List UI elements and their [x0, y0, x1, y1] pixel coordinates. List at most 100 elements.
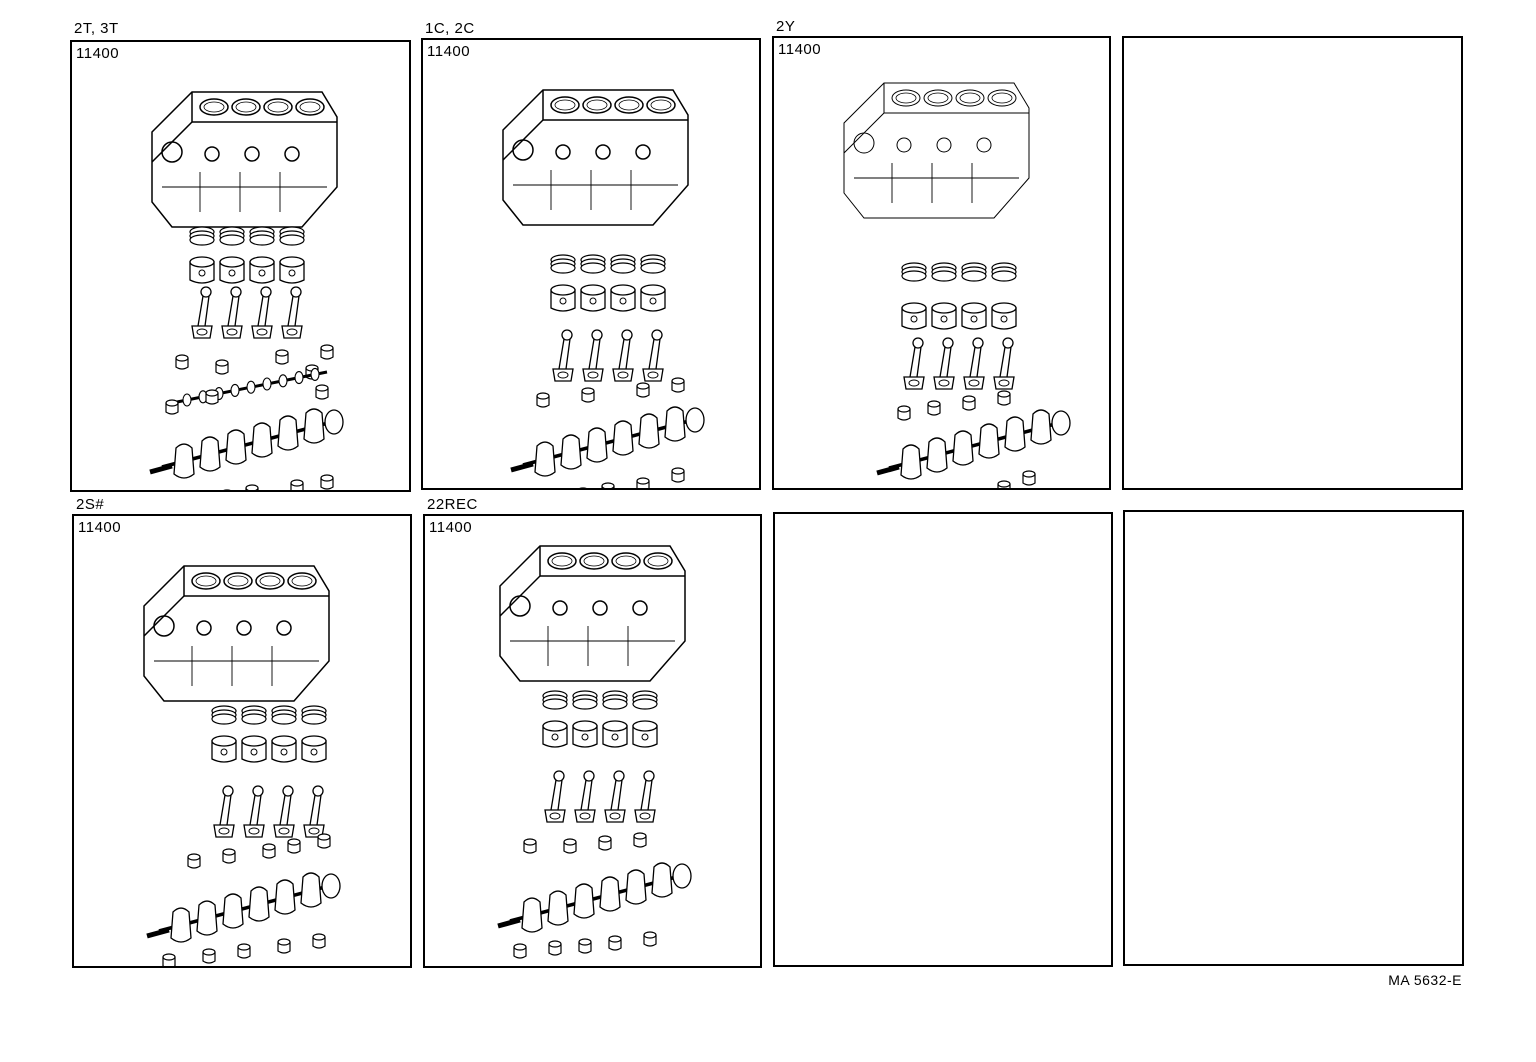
bearing-icon	[637, 478, 649, 488]
connecting-rod-icon	[994, 338, 1014, 389]
bearing-icon	[537, 393, 549, 407]
bearing-icon	[321, 475, 333, 489]
bearing-icon	[176, 355, 188, 369]
bearing-icon	[963, 396, 975, 410]
panel-1c-2c[interactable]: 11400	[421, 38, 761, 490]
bearing-icon	[163, 954, 175, 966]
short-block-illustration	[423, 40, 759, 488]
piston-ring-icon	[962, 263, 986, 281]
connecting-rod-icon	[575, 771, 595, 822]
connecting-rod-icon	[613, 330, 633, 381]
piston-ring-icon	[603, 691, 627, 709]
piston-icon	[242, 736, 266, 762]
engine-label-1c-2c: 1C, 2C	[425, 20, 475, 37]
engine-label-2s: 2S#	[76, 496, 105, 513]
crankshaft-icon	[877, 410, 1070, 479]
engine-block-icon	[144, 566, 329, 701]
camshaft-icon	[177, 368, 327, 406]
piston-ring-icon	[220, 227, 244, 245]
crankshaft-icon	[511, 407, 704, 476]
bearing-icon	[579, 939, 591, 953]
piston-icon	[212, 736, 236, 762]
piston-icon	[641, 285, 665, 311]
connecting-rod-icon	[643, 330, 663, 381]
connecting-rod-icon	[244, 786, 264, 837]
connecting-rod-icon	[545, 771, 565, 822]
bearing-icon	[291, 480, 303, 490]
crankshaft-icon	[498, 863, 691, 932]
connecting-rod-icon	[252, 287, 272, 338]
exploded-parts	[498, 546, 691, 958]
piston-icon	[543, 721, 567, 747]
piston-icon	[581, 285, 605, 311]
connecting-rod-icon	[282, 287, 302, 338]
short-block-illustration	[774, 38, 1109, 488]
connecting-rod-icon	[904, 338, 924, 389]
bearing-icon	[203, 949, 215, 963]
bearing-icon	[998, 391, 1010, 405]
piston-ring-icon	[543, 691, 567, 709]
engine-label-2y: 2Y	[776, 18, 796, 35]
bearing-icon	[206, 390, 218, 404]
connecting-rod-icon	[635, 771, 655, 822]
bearing-icon	[672, 378, 684, 392]
piston-ring-icon	[633, 691, 657, 709]
piston-icon	[280, 257, 304, 283]
piston-ring-icon	[902, 263, 926, 281]
piston-ring-icon	[302, 706, 326, 724]
piston-ring-icon	[280, 227, 304, 245]
engine-label-2t-3t: 2T, 3T	[74, 20, 119, 37]
bearing-icon	[564, 839, 576, 853]
crankshaft-icon	[150, 409, 343, 478]
connecting-rod-icon	[553, 330, 573, 381]
panel-empty-top	[1122, 36, 1463, 490]
bearing-icon	[672, 468, 684, 482]
exploded-parts	[150, 92, 343, 490]
piston-icon	[962, 303, 986, 329]
piston-icon	[220, 257, 244, 283]
piston-ring-icon	[611, 255, 635, 273]
bearing-icon	[263, 844, 275, 858]
piston-ring-icon	[573, 691, 597, 709]
bearing-icon	[238, 944, 250, 958]
bearing-icon	[599, 836, 611, 850]
connecting-rod-icon	[605, 771, 625, 822]
piston-icon	[302, 736, 326, 762]
bearing-icon	[278, 939, 290, 953]
connecting-rod-icon	[583, 330, 603, 381]
piston-icon	[551, 285, 575, 311]
piston-ring-icon	[551, 255, 575, 273]
piston-icon	[902, 303, 926, 329]
bearing-icon	[998, 481, 1010, 488]
piston-icon	[250, 257, 274, 283]
piston-icon	[272, 736, 296, 762]
bearing-icon	[223, 849, 235, 863]
piston-icon	[603, 721, 627, 747]
engine-block-icon	[152, 92, 337, 227]
bearing-icon	[602, 483, 614, 488]
bearing-icon	[514, 944, 526, 958]
piston-icon	[932, 303, 956, 329]
piston-icon	[992, 303, 1016, 329]
bearing-icon	[288, 839, 300, 853]
part-number: 11400	[429, 519, 473, 536]
bearing-icon	[634, 833, 646, 847]
engine-block-icon	[503, 90, 688, 225]
piston-ring-icon	[212, 706, 236, 724]
bearing-icon	[928, 401, 940, 415]
piston-icon	[573, 721, 597, 747]
connecting-rod-icon	[274, 786, 294, 837]
panel-2s[interactable]: 11400	[72, 514, 412, 968]
bearing-icon	[276, 350, 288, 364]
panel-2t-3t[interactable]: 11400	[70, 40, 411, 492]
bearing-icon	[1023, 471, 1035, 485]
panel-2y[interactable]: 11400	[772, 36, 1111, 490]
connecting-rod-icon	[964, 338, 984, 389]
engine-block-icon	[500, 546, 685, 681]
bearing-icon	[316, 385, 328, 399]
bearing-icon	[318, 834, 330, 848]
engine-block-icon	[844, 83, 1029, 218]
exploded-parts	[844, 83, 1070, 488]
reference-code: MA 5632-E	[1388, 972, 1462, 988]
panel-22rec[interactable]: 11400	[423, 514, 762, 968]
